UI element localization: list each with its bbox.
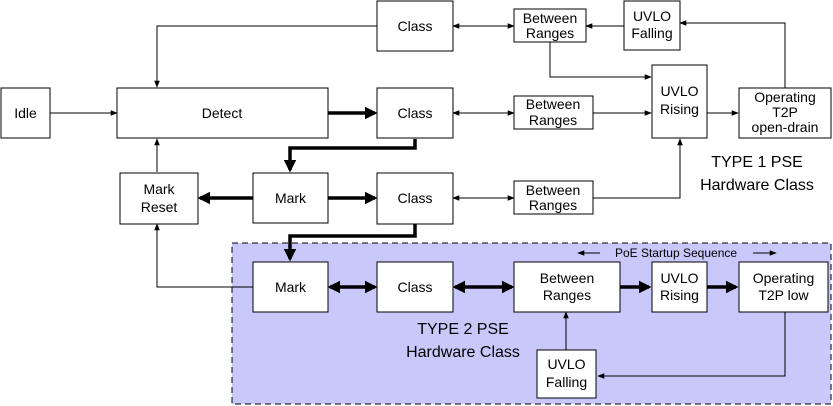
- edge-classtop-detect: [154, 25, 377, 88]
- node-uvlo-rising-t1: UVLO Rising: [651, 64, 708, 139]
- svg-text:Rising: Rising: [660, 287, 699, 303]
- edge-between2-uvlorise: [593, 138, 683, 199]
- svg-text:Ranges: Ranges: [543, 287, 591, 303]
- edge-mark2-markreset: [154, 223, 253, 288]
- node-idle: Idle: [0, 87, 51, 139]
- svg-text:Hardware Class: Hardware Class: [406, 344, 520, 361]
- svg-text:T2P low: T2P low: [758, 287, 809, 303]
- node-mark-1: Mark: [252, 172, 329, 224]
- svg-text:Class: Class: [397, 190, 432, 206]
- svg-text:Falling: Falling: [631, 25, 672, 41]
- svg-text:TYPE 1 PSE: TYPE 1 PSE: [711, 154, 803, 171]
- node-class-t2: Class: [376, 261, 454, 313]
- svg-text:Operating: Operating: [753, 270, 814, 286]
- svg-text:Between: Between: [526, 182, 580, 198]
- edge-class2-mark2: [283, 224, 417, 262]
- svg-text:Falling: Falling: [546, 374, 587, 390]
- svg-text:TYPE 2 PSE: TYPE 2 PSE: [417, 321, 509, 338]
- node-between-top: Between Ranges: [513, 8, 587, 43]
- startup-sequence-label: PoE Startup Sequence: [615, 246, 737, 260]
- node-between-t1: Between Ranges: [513, 95, 594, 130]
- edge-operatingt2-uvlofall: [597, 312, 786, 379]
- svg-text:T2P: T2P: [772, 104, 798, 120]
- svg-text:Reset: Reset: [141, 199, 178, 215]
- node-class-t1: Class: [376, 87, 454, 139]
- node-uvlo-rising-t2: UVLO Rising: [651, 261, 708, 313]
- svg-text:Hardware Class: Hardware Class: [700, 177, 814, 194]
- node-detect: Detect: [116, 87, 329, 139]
- node-operating-t1: Operating T2P open-drain: [738, 87, 832, 139]
- svg-text:Between: Between: [526, 96, 580, 112]
- node-mark-reset: Mark Reset: [119, 172, 199, 225]
- svg-text:Ranges: Ranges: [529, 197, 577, 213]
- type1-label: TYPE 1 PSE Hardware Class: [700, 154, 814, 194]
- node-uvlo-falling-t2: UVLO Falling: [536, 349, 597, 399]
- node-operating-t2: Operating T2P low: [738, 261, 829, 313]
- svg-text:Class: Class: [397, 279, 432, 295]
- svg-text:Rising: Rising: [660, 101, 699, 117]
- svg-text:Between: Between: [523, 10, 577, 26]
- svg-text:Ranges: Ranges: [526, 25, 574, 41]
- edge-between-uvlorise: [549, 42, 652, 80]
- node-between-2: Between Ranges: [513, 180, 594, 215]
- svg-text:Mark: Mark: [143, 181, 175, 197]
- svg-text:Idle: Idle: [14, 105, 37, 121]
- node-uvlo-falling-top: UVLO Falling: [623, 0, 681, 51]
- edge-classt1-mark1: [283, 139, 417, 173]
- svg-text:Class: Class: [397, 105, 432, 121]
- svg-text:UVLO: UVLO: [660, 83, 698, 99]
- svg-text:Between: Between: [540, 270, 594, 286]
- node-class-2: Class: [376, 172, 454, 225]
- edge-operating-uvlofall: [679, 20, 786, 88]
- svg-text:UVLO: UVLO: [660, 270, 698, 286]
- type2-label: TYPE 2 PSE Hardware Class: [406, 321, 520, 361]
- svg-text:Mark: Mark: [275, 279, 307, 295]
- svg-text:Ranges: Ranges: [529, 112, 577, 128]
- svg-text:open-drain: open-drain: [752, 119, 819, 135]
- svg-text:Operating: Operating: [754, 89, 815, 105]
- svg-text:UVLO: UVLO: [633, 8, 671, 24]
- node-class-top: Class: [376, 0, 454, 52]
- svg-text:UVLO: UVLO: [547, 356, 585, 372]
- node-mark-2: Mark: [252, 261, 329, 313]
- node-between-t2: Between Ranges: [513, 261, 621, 313]
- svg-text:Detect: Detect: [202, 105, 243, 121]
- svg-text:Mark: Mark: [275, 190, 307, 206]
- svg-text:Class: Class: [397, 18, 432, 34]
